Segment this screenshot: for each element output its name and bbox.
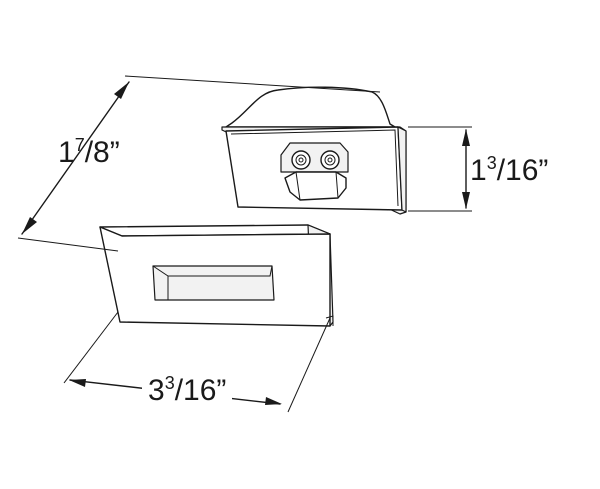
width-unit: ” [216, 374, 226, 407]
height-unit: ” [110, 136, 120, 169]
height-arrow-top [114, 82, 129, 99]
depth-label: 13/16” [470, 153, 548, 187]
terminal-right [320, 150, 340, 170]
depth-unit: ” [538, 154, 548, 187]
dimension-width: 33/16” [63, 311, 331, 413]
light-housing [221, 86, 407, 215]
height-whole: 1 [58, 136, 75, 169]
width-extension-left [63, 311, 119, 384]
height-numerator: 7 [75, 135, 85, 155]
height-arrow-bottom [22, 217, 37, 234]
width-arrow-right [265, 397, 282, 405]
dimension-depth: 13/16” [408, 126, 548, 212]
depth-arrow-bottom [462, 192, 470, 209]
width-label: 33/16” [148, 373, 226, 407]
connector-edge [295, 171, 339, 201]
housing-side [397, 126, 407, 213]
depth-numerator: 3 [487, 153, 497, 173]
dimension-height: 17/8” [17, 75, 381, 252]
bezel-window-inner [152, 265, 273, 300]
housing-dome [225, 86, 396, 128]
depth-whole: 1 [470, 154, 487, 187]
height-dimension-line [21, 81, 130, 235]
width-whole: 3 [148, 374, 165, 407]
width-extension-right [287, 317, 331, 413]
width-numerator: 3 [165, 373, 175, 393]
height-label: 17/8” [58, 135, 120, 169]
bezel-window [152, 265, 275, 301]
width-label-gap [142, 373, 232, 407]
bezel-notch [325, 315, 334, 326]
connector-block [280, 142, 349, 201]
depth-denominator: /16 [497, 154, 539, 187]
depth-arrow-top [462, 129, 470, 146]
width-arrow-left [69, 379, 86, 387]
housing-rim [230, 129, 399, 207]
width-denominator: /16 [175, 374, 217, 407]
height-extension-top [124, 75, 381, 93]
connector-front [284, 171, 347, 201]
bezel-frame [99, 224, 334, 327]
height-extension-bottom [17, 237, 119, 252]
terminal-left [291, 150, 311, 170]
height-denominator: /8 [85, 136, 110, 169]
